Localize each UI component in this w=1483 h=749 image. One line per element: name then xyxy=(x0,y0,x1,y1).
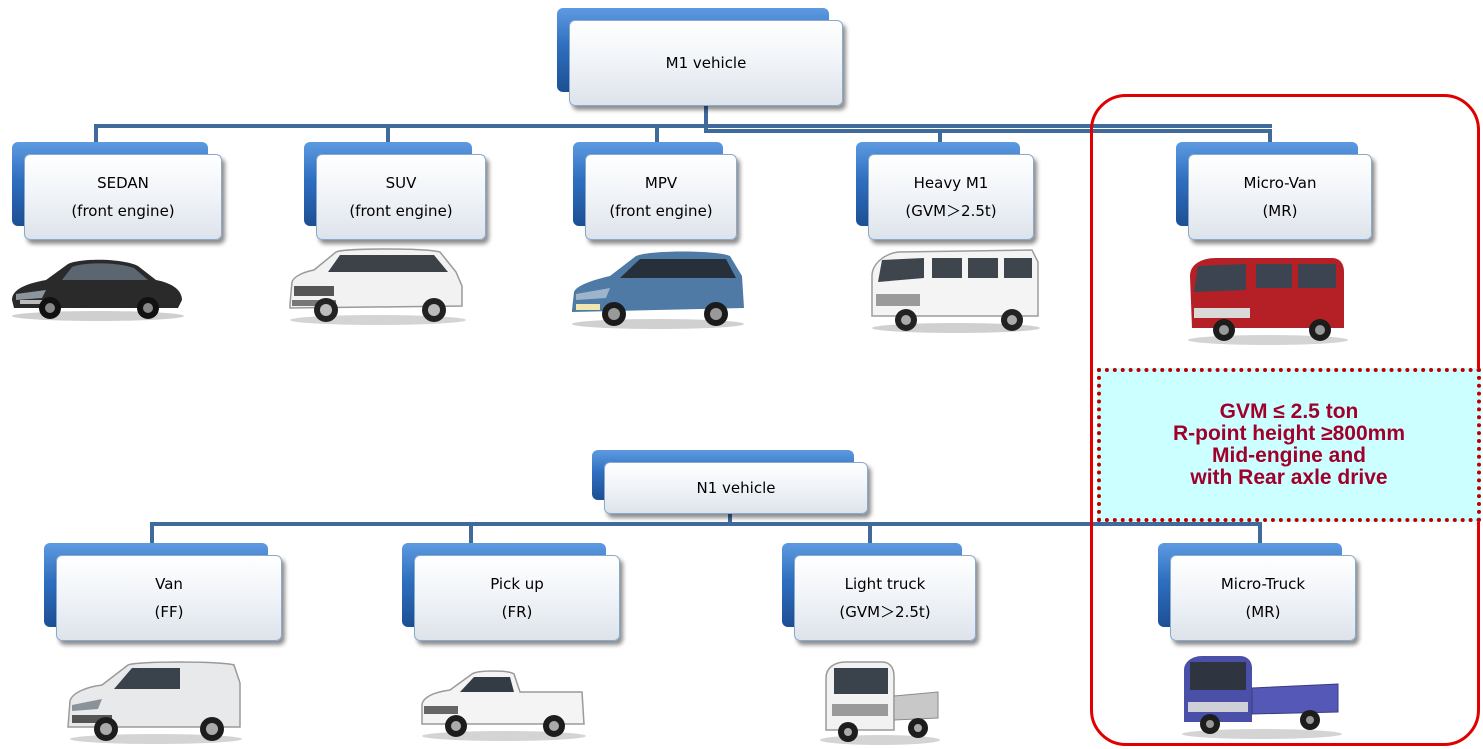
minibus-image xyxy=(871,249,1040,333)
micro-van-image xyxy=(1188,258,1348,345)
sedan-label: SEDAN xyxy=(97,174,149,192)
suv-sublabel: (front engine) xyxy=(349,202,453,220)
node-suv: SUV (front engine) xyxy=(304,142,488,242)
node-pickup: Pick up (FR) xyxy=(402,543,622,643)
light-truck-label: Light truck xyxy=(844,575,926,593)
pickup-label: Pick up xyxy=(490,575,544,593)
note-line-1: GVM ≤ 2.5 ton xyxy=(1219,400,1359,423)
node-micro-van: Micro-Van (MR) xyxy=(1176,142,1374,242)
light-truck-image xyxy=(820,661,940,745)
van-label: Van xyxy=(155,575,183,593)
node-sedan: SEDAN (front engine) xyxy=(12,142,224,242)
note-line-4: with Rear axle drive xyxy=(1190,466,1388,489)
connector-mpv xyxy=(655,124,659,154)
connector-van xyxy=(150,522,154,554)
node-micro-truck: Micro-Truck (MR) xyxy=(1158,543,1358,643)
note-line-3: Mid-engine and xyxy=(1212,444,1366,467)
connector-m1-root-stem xyxy=(704,100,708,133)
micro-truck-image xyxy=(1182,656,1342,739)
suv-car-image xyxy=(289,248,466,325)
note-line-2: R-point height ≥800mm xyxy=(1172,422,1406,445)
van-sublabel: (FF) xyxy=(154,603,184,621)
m1-root-label: M1 vehicle xyxy=(665,54,747,72)
connector-n1-root-stem xyxy=(728,506,732,526)
m1-root-node: M1 vehicle xyxy=(557,8,845,108)
heavy-m1-sublabel: (GVM＞2.5t) xyxy=(905,202,997,220)
n1-root-node: N1 vehicle xyxy=(592,450,870,516)
micro-van-label: Micro-Van xyxy=(1243,174,1317,192)
pickup-sublabel: (FR) xyxy=(501,603,533,621)
connector-pickup xyxy=(469,522,473,554)
connector-n1-horizontal xyxy=(150,522,1262,526)
connector-light-truck xyxy=(868,522,872,554)
pickup-truck-image xyxy=(421,670,586,741)
heavy-m1-label: Heavy M1 xyxy=(913,174,989,192)
connector-m1-horizontal xyxy=(94,124,1272,128)
mpv-car-image xyxy=(572,251,744,329)
connector-m1-horizontal-right xyxy=(706,129,1272,133)
node-light-truck: Light truck (GVM＞2.5t) xyxy=(782,543,978,643)
sedan-car-image xyxy=(12,259,184,321)
node-van: Van (FF) xyxy=(44,543,284,643)
micro-truck-sublabel: (MR) xyxy=(1245,603,1281,621)
micro-van-sublabel: (MR) xyxy=(1262,202,1298,220)
n1-root-label: N1 vehicle xyxy=(696,479,776,497)
node-heavy-m1: Heavy M1 (GVM＞2.5t) xyxy=(856,142,1036,242)
micro-vehicle-criteria-note: GVM ≤ 2.5 ton R-point height ≥800mm Mid-… xyxy=(1097,368,1481,522)
panel-van-image xyxy=(67,661,242,744)
node-mpv: MPV (front engine) xyxy=(573,142,739,242)
mpv-sublabel: (front engine) xyxy=(609,202,713,220)
connector-sedan xyxy=(94,124,98,154)
suv-label: SUV xyxy=(385,174,417,192)
micro-truck-label: Micro-Truck xyxy=(1220,575,1306,593)
mpv-label: MPV xyxy=(644,174,678,192)
connector-heavy-m1 xyxy=(938,129,942,154)
light-truck-sublabel: (GVM＞2.5t) xyxy=(839,603,931,621)
connector-micro-van xyxy=(1268,129,1272,154)
connector-suv xyxy=(386,124,390,154)
connector-micro-truck xyxy=(1258,522,1262,554)
sedan-sublabel: (front engine) xyxy=(71,202,175,220)
